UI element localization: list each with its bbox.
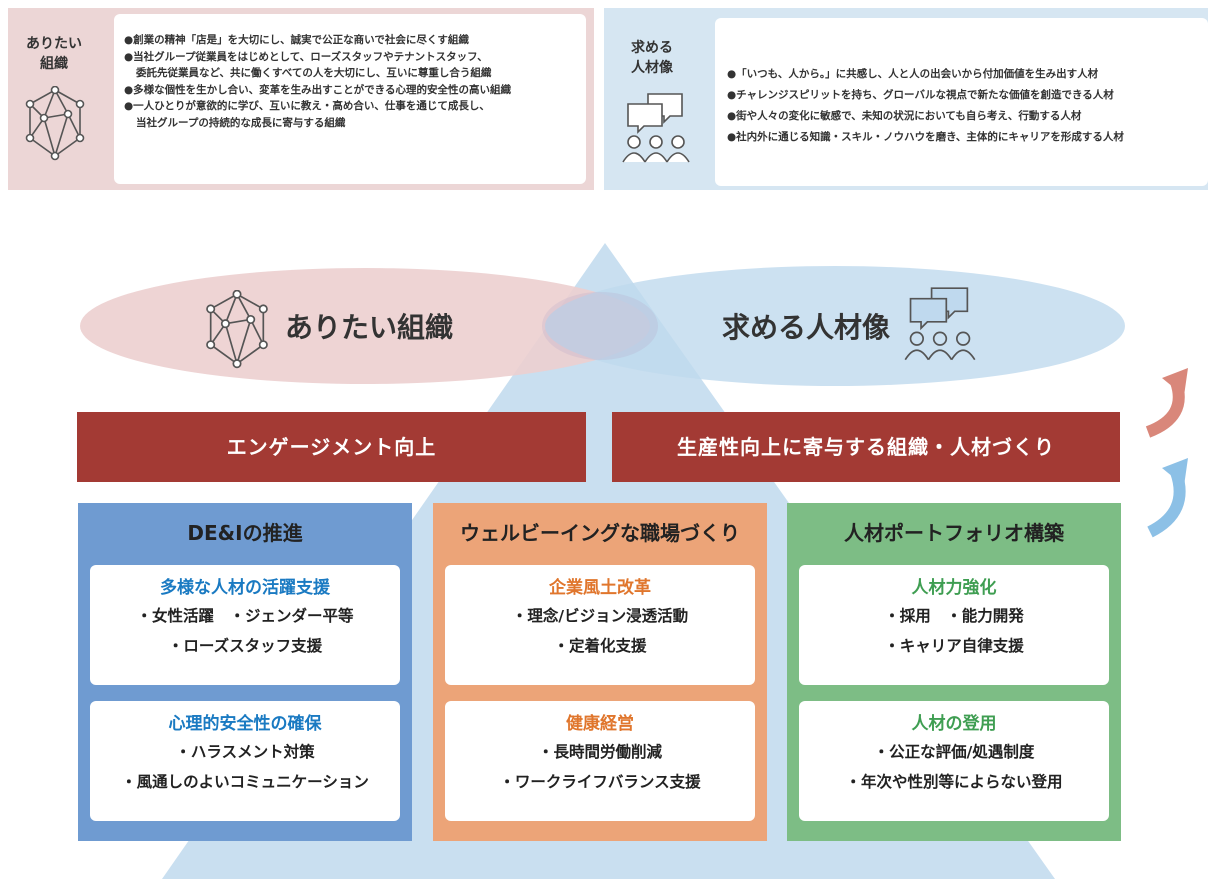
organization-item: 当社グループの持続的な成長に寄与する組織 xyxy=(136,116,346,129)
card-line: ・採用 ・能力開発 xyxy=(884,607,1024,625)
card-line: ・女性活躍 ・ジェンダー平等 xyxy=(136,607,354,625)
card-title: 多様な人材の活躍支援 xyxy=(160,578,330,598)
card: 心理的安全性の確保 ・ハラスメント対策 ・風通しのよいコミュニケーション xyxy=(90,701,400,821)
card-line: ・年次や性別等によらない登用 xyxy=(845,773,1063,791)
cycle-arrows-icon xyxy=(1145,368,1188,538)
talent-item: ●街や人々の変化に敏感で、未知の状況においても自ら考え、行動する人材 xyxy=(727,110,1082,122)
card-title: 心理的安全性の確保 xyxy=(168,714,322,734)
organization-panel-title: ありたい 組織 xyxy=(18,34,90,74)
talent-title-line2: 人材像 xyxy=(631,60,673,76)
card: 人材の登用 ・公正な評価/処遇制度 ・年次や性別等によらない登用 xyxy=(799,701,1109,821)
card: 人材力強化 ・採用 ・能力開発 ・キャリア自律支援 xyxy=(799,565,1109,685)
card-line: ・公正な評価/処遇制度 xyxy=(873,743,1035,761)
pillar-title: DE&Iの推進 xyxy=(187,521,303,545)
organization-item: ●創業の精神「店是」を大切にし、誠実で公正な商いで社会に尽くす組織 xyxy=(124,34,469,46)
card-line: ・定着化支援 xyxy=(553,637,647,655)
organization-item: ●当社グループ従業員をはじめとして、ローズスタッフやテナントスタッフ、 xyxy=(124,50,488,63)
card-title: 人材の登用 xyxy=(911,714,997,734)
card-line: ・キャリア自律支援 xyxy=(884,637,1024,655)
organization-item: 委託先従業員など、共に働くすべての人を大切にし、互いに尊重し合う組織 xyxy=(136,67,492,79)
talent-item: ●社内外に通じる知識・スキル・ノウハウを磨き、主体的にキャリアを形成する人材 xyxy=(727,131,1124,143)
card-title: 企業風土改革 xyxy=(549,578,651,598)
card-title: 人材力強化 xyxy=(911,578,997,598)
pillar-wellbeing: ウェルビーイングな職場づくり 企業風土改革 ・理念/ビジョン浸透活動 ・定着化支… xyxy=(433,503,767,841)
pillar-dei: DE&Iの推進 多様な人材の活躍支援 ・女性活躍 ・ジェンダー平等 ・ローズスタ… xyxy=(78,503,412,841)
card: 健康経営 ・長時間労働削減 ・ワークライフバランス支援 xyxy=(445,701,755,821)
card: 多様な人材の活躍支援 ・女性活躍 ・ジェンダー平等 ・ローズスタッフ支援 xyxy=(90,565,400,685)
people-chat-icon xyxy=(904,287,976,361)
talent-panel-title: 求める 人材像 xyxy=(622,38,682,78)
organization-item: ●多様な個性を生かし合い、変革を生み出すことができる心理的安全性の高い組織 xyxy=(124,83,511,96)
organization-list-box: ●創業の精神「店是」を大切にし、誠実で公正な商いで社会に尽くす組織 ●当社グルー… xyxy=(114,14,586,184)
talent-panel: 求める 人材像 ●「いつも、人から。」に共感し、人と人の出会いから付加価値を生み… xyxy=(604,8,1208,190)
network-icon xyxy=(25,86,85,161)
card-line: ・理念/ビジョン浸透活動 xyxy=(511,607,689,625)
talent-list-box: ●「いつも、人から。」に共感し、人と人の出会いから付加価値を生み出す人材 ●チャ… xyxy=(715,18,1208,186)
ellipse-label-organization: ありたい組織 xyxy=(285,311,454,344)
ellipse-label-talent: 求める人材像 xyxy=(722,311,891,344)
card-line: ・ワークライフバランス支援 xyxy=(499,773,701,791)
card-title: 健康経営 xyxy=(566,714,634,734)
talent-title-line1: 求める xyxy=(631,40,673,56)
band-productivity: 生産性向上に寄与する組織・人材づくり xyxy=(612,412,1120,482)
card-line: ・風通しのよいコミュニケーション xyxy=(121,773,369,791)
organization-title-line2: 組織 xyxy=(40,56,68,72)
organization-panel: ありたい 組織 ●創業の精神「店是」を大切にし、誠実で公正な商いで社会に尽くす組… xyxy=(8,8,594,190)
card-line: ・長時間労働削減 xyxy=(537,743,662,761)
pillar-title: ウェルビーイングな職場づくり xyxy=(460,521,740,545)
talent-item: ●「いつも、人から。」に共感し、人と人の出会いから付加価値を生み出す人材 xyxy=(727,68,1099,80)
talent-item: ●チャレンジスピリットを持ち、グローバルな視点で新たな価値を創造できる人材 xyxy=(727,89,1114,101)
pillar-portfolio: 人材ポートフォリオ構築 人材力強化 ・採用 ・能力開発 ・キャリア自律支援 人材… xyxy=(787,503,1121,841)
card-line: ・ローズスタッフ支援 xyxy=(167,637,323,655)
pillar-title: 人材ポートフォリオ構築 xyxy=(844,521,1064,545)
band-engagement: エンゲージメント向上 xyxy=(77,412,586,482)
organization-title-line1: ありたい xyxy=(26,36,82,52)
people-chat-icon xyxy=(622,93,690,163)
card: 企業風土改革 ・理念/ビジョン浸透活動 ・定着化支援 xyxy=(445,565,755,685)
card-line: ・ハラスメント対策 xyxy=(175,743,315,761)
network-icon xyxy=(206,290,268,369)
organization-item: ●一人ひとりが意欲的に学び、互いに教え・高め合い、仕事を通じて成長し、 xyxy=(124,100,490,112)
